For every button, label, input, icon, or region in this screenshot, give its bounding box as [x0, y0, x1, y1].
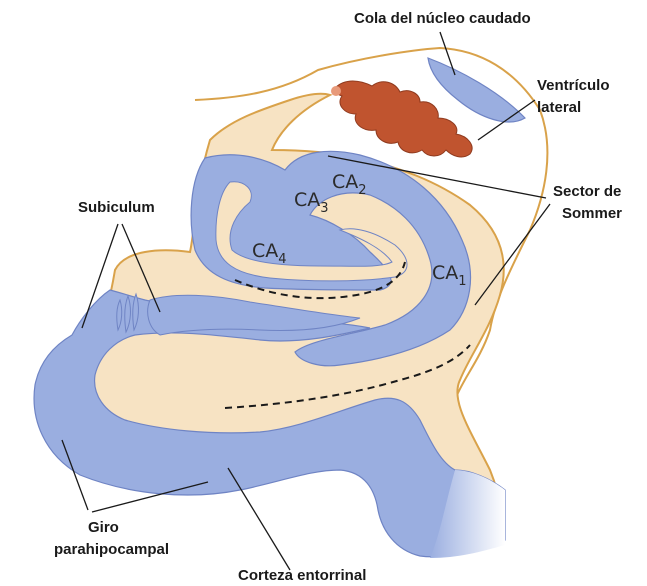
- label-sommer-1: Sector de: [553, 182, 621, 201]
- label-lateral-ventricle-1: Ventrículo: [537, 76, 610, 95]
- label-sommer-2: Sommer: [562, 204, 622, 223]
- label-parahippocampal-2: parahipocampal: [54, 540, 169, 559]
- label-entorhinal: Corteza entorrinal: [238, 566, 366, 585]
- label-lateral-ventricle-2: lateral: [537, 98, 581, 117]
- caudate-tail: [428, 58, 525, 122]
- ventricle-nodule: [331, 86, 341, 96]
- label-parahippocampal-1: Giro: [88, 518, 119, 537]
- label-caudate-tail: Cola del núcleo caudado: [354, 9, 531, 28]
- label-subiculum: Subiculum: [78, 198, 155, 217]
